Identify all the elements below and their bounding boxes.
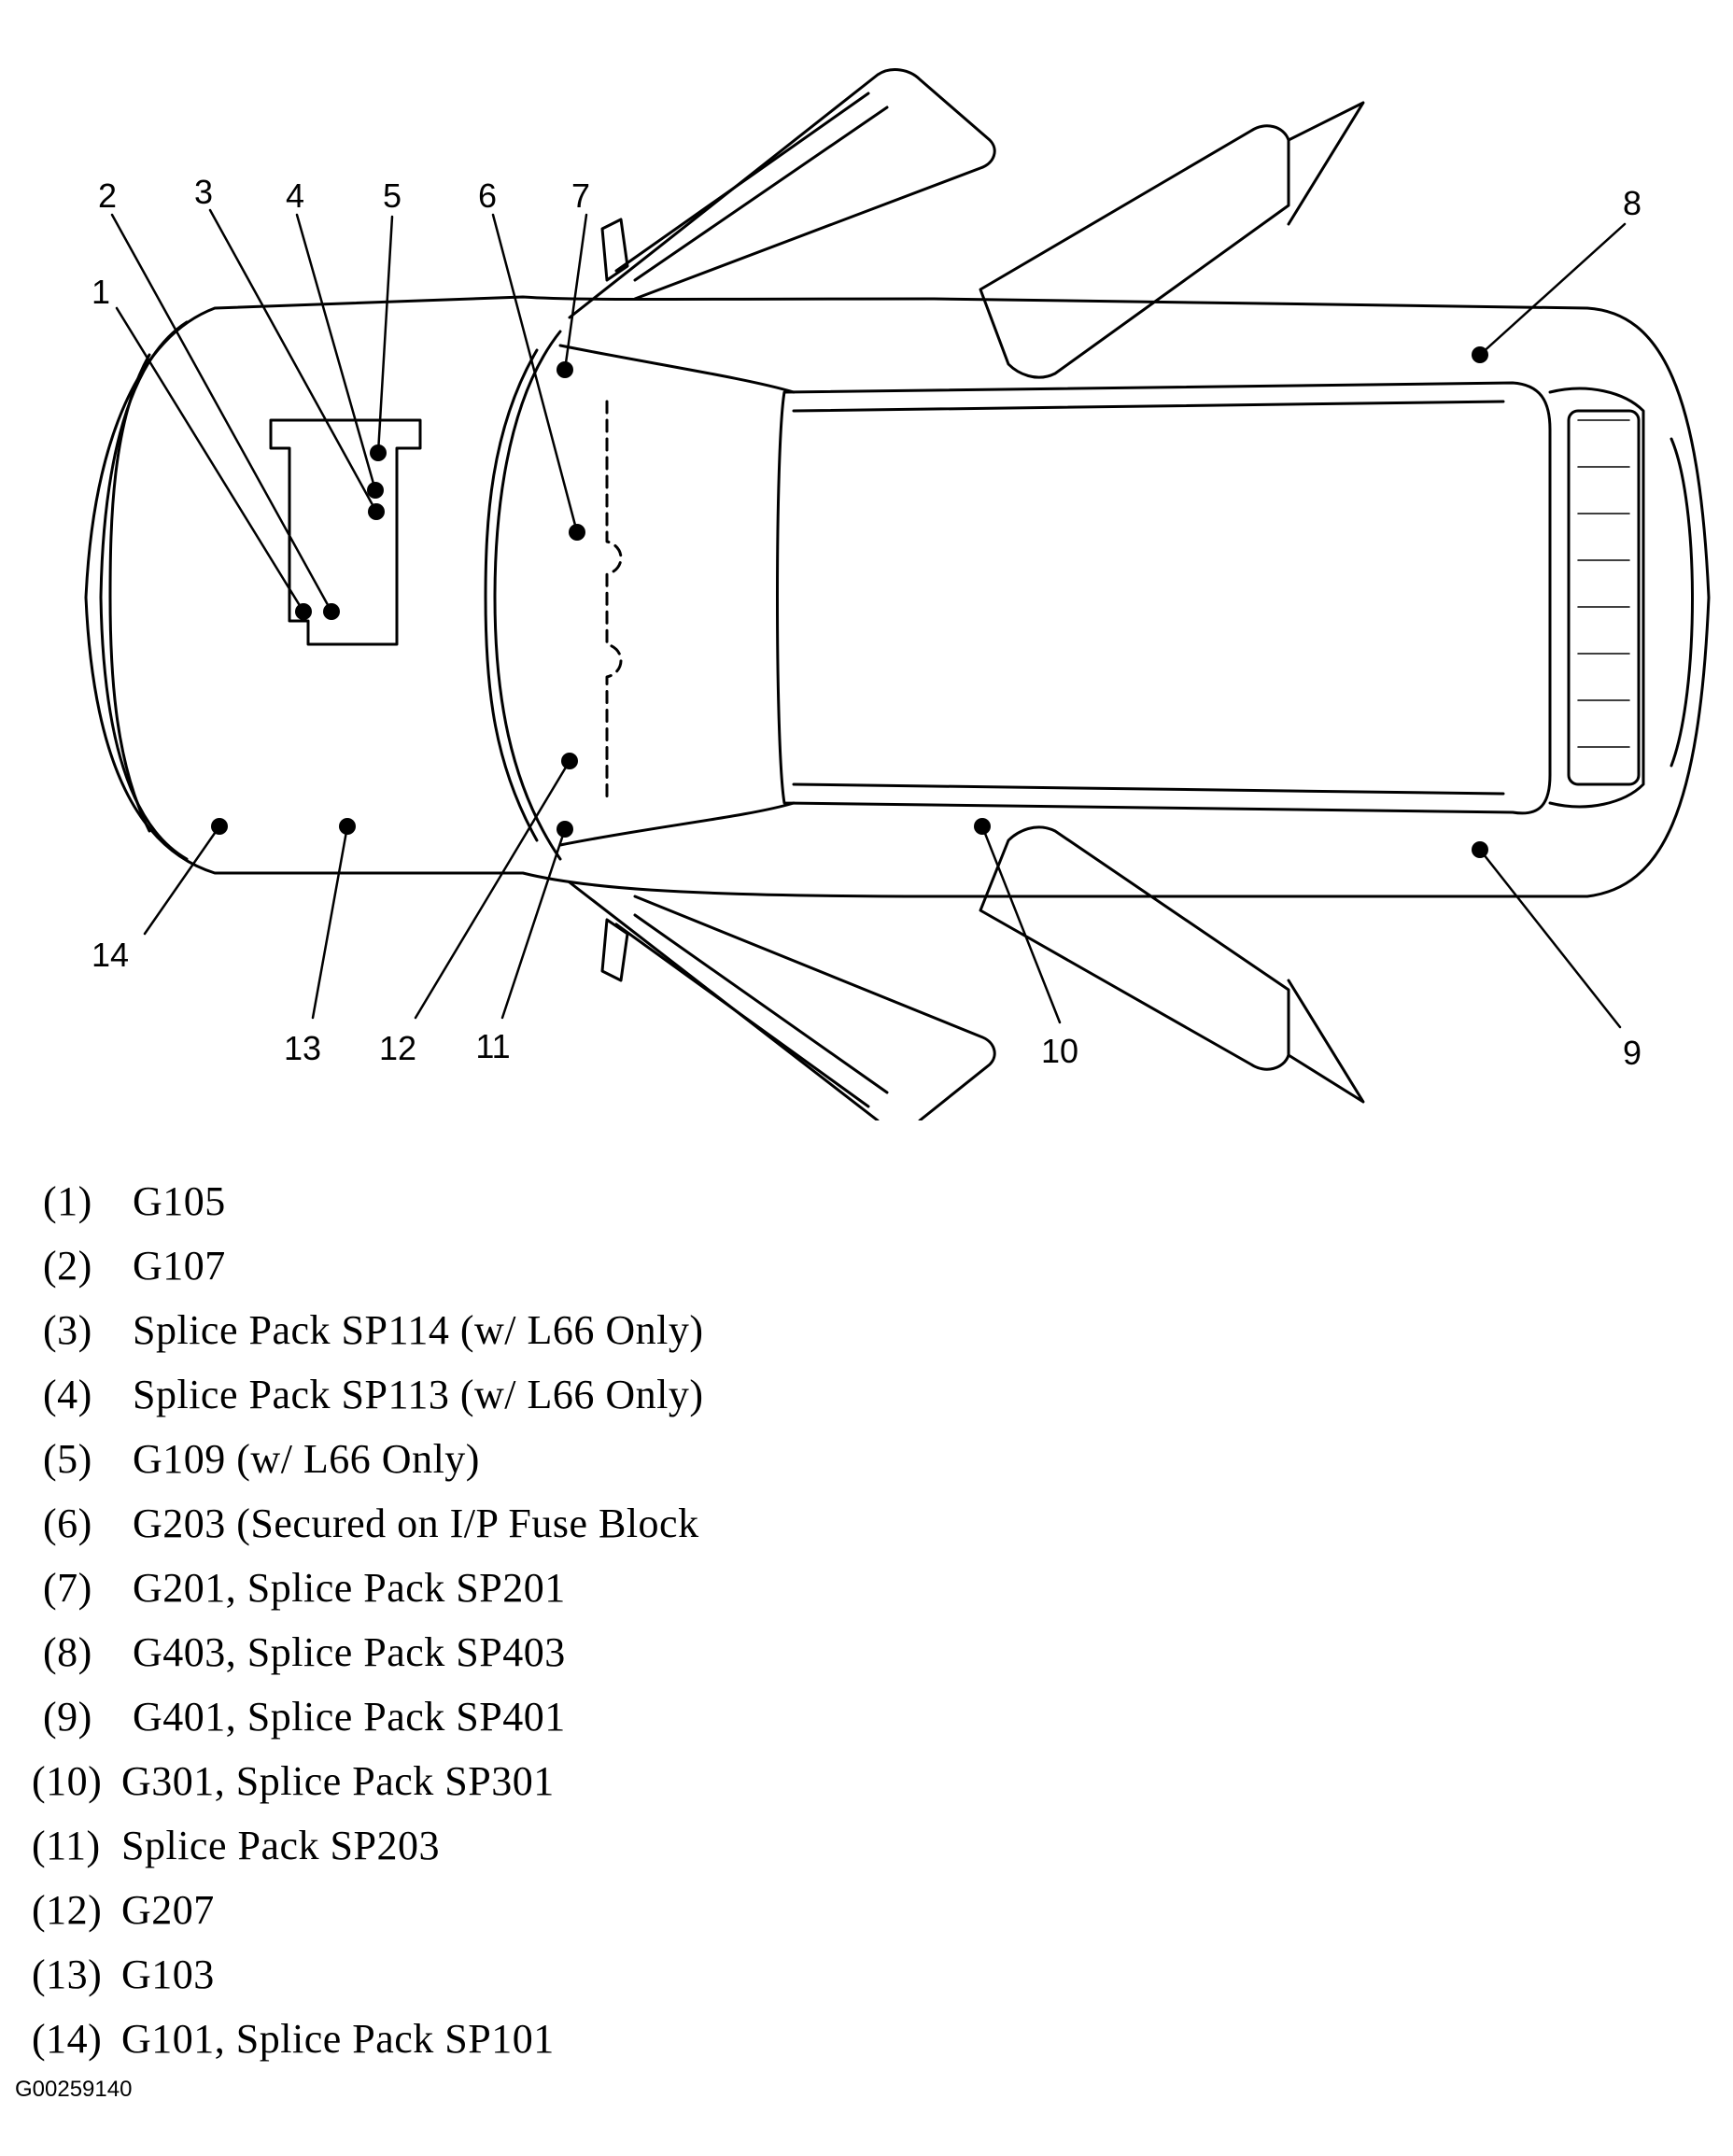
callout-number-11: 11: [475, 1027, 510, 1065]
legend-item: (2) G107: [43, 1233, 1350, 1298]
legend-text: G109 (w/ L66 Only): [133, 1436, 480, 1482]
front-door-left-open: [568, 68, 996, 319]
legend-text: G101, Splice Pack SP101: [121, 2016, 555, 2062]
legend-item: (3) Splice Pack SP114 (w/ L66 Only): [43, 1298, 1350, 1362]
callout-number-14: 14: [92, 936, 129, 974]
legend-code: (9): [43, 1694, 92, 1740]
legend-code: (1): [43, 1178, 92, 1224]
legend-code: (10): [32, 1758, 103, 1804]
callout-dot-13: [339, 818, 356, 835]
callout-dot-11: [557, 821, 573, 838]
callout-dot-3: [368, 503, 385, 520]
legend-code: (2): [43, 1243, 92, 1289]
legend-text: Splice Pack SP203: [121, 1823, 440, 1868]
callout-dot-8: [1472, 346, 1488, 363]
callout-dot-9: [1472, 841, 1488, 858]
callout-dot-4: [367, 482, 384, 499]
legend-code: (5): [43, 1436, 92, 1482]
legend-item: (13) G103: [32, 1942, 1350, 2007]
callout-number-6: 6: [478, 176, 497, 215]
callout-number-2: 2: [98, 176, 117, 215]
legend-text: G203 (Secured on I/P Fuse Block: [133, 1501, 699, 1546]
callout-number-13: 13: [284, 1029, 321, 1067]
callout-number-4: 4: [286, 176, 304, 215]
underhood-component-outline: [269, 418, 422, 646]
callout-number-3: 3: [194, 173, 213, 211]
legend-item: (11) Splice Pack SP203: [32, 1813, 1350, 1878]
legend-item: (8) G403, Splice Pack SP403: [43, 1620, 1350, 1684]
legend-text: G105: [133, 1178, 226, 1224]
legend-item: (6) G203 (Secured on I/P Fuse Block: [43, 1491, 1350, 1556]
side-mirror-right: [600, 918, 629, 982]
callout-dot-10: [974, 818, 991, 835]
callout-dot-5: [370, 444, 387, 461]
legend-code: (13): [32, 1952, 103, 1997]
legend-text: G401, Splice Pack SP401: [133, 1694, 566, 1740]
rear-door-left-open: [979, 124, 1290, 379]
callout-dot-2: [323, 603, 340, 620]
legend-item: (4) Splice Pack SP113 (w/ L66 Only): [43, 1362, 1350, 1427]
legend-code: (4): [43, 1372, 92, 1417]
rear-liftgate: [1548, 387, 1645, 809]
vehicle-body-outline: [84, 295, 1711, 898]
side-mirror-left: [600, 218, 629, 282]
instrument-panel: [605, 400, 623, 805]
callout-number-9: 9: [1623, 1034, 1641, 1072]
legend-item: (1) G105: [43, 1169, 1350, 1233]
callout-dot-14: [211, 818, 228, 835]
callout-dot-7: [557, 361, 573, 378]
callout-dot-1: [295, 603, 312, 620]
legend-code: (11): [32, 1823, 101, 1868]
front-door-right-open: [568, 881, 996, 1120]
legend-text: Splice Pack SP114 (w/ L66 Only): [133, 1307, 704, 1353]
legend-text: G107: [133, 1243, 226, 1289]
legend-code: (3): [43, 1307, 92, 1353]
legend-text: G403, Splice Pack SP403: [133, 1629, 566, 1675]
rear-door-right-open: [979, 825, 1290, 1071]
callout-number-10: 10: [1041, 1032, 1078, 1070]
callout-dot-6: [569, 524, 585, 541]
callout-number-8: 8: [1623, 184, 1641, 222]
legend-text: G301, Splice Pack SP301: [121, 1758, 555, 1804]
legend-code: (6): [43, 1501, 92, 1546]
legend-text: G207: [121, 1887, 215, 1933]
legend-code: (12): [32, 1887, 103, 1933]
legend-item: (5) G109 (w/ L66 Only): [43, 1427, 1350, 1491]
legend-code: (14): [32, 2016, 103, 2062]
windshield: [493, 330, 562, 861]
legend-item: (7) G201, Splice Pack SP201: [43, 1556, 1350, 1620]
roof-panel: [776, 381, 1552, 815]
legend-item: (14) G101, Splice Pack SP101: [32, 2007, 1350, 2071]
callout-legend: (1) G105 (2) G107 (3) Splice Pack SP114 (w/…: [32, 1169, 1350, 2071]
callout-number-5: 5: [383, 176, 402, 215]
legend-text: Splice Pack SP113 (w/ L66 Only): [133, 1372, 704, 1417]
figure-id: G00259140: [15, 2077, 133, 2102]
legend-text: G201, Splice Pack SP201: [133, 1565, 566, 1611]
legend-code: (8): [43, 1629, 92, 1675]
callout-dot-12: [561, 753, 578, 769]
legend-item: (9) G401, Splice Pack SP401: [43, 1684, 1350, 1749]
callout-number-7: 7: [571, 176, 590, 215]
rear-window: [1567, 409, 1641, 786]
legend-text: G103: [121, 1952, 215, 1997]
legend-item: (10) G301, Splice Pack SP301: [32, 1749, 1350, 1813]
vehicle-top-view-diagram: 1 2 3 4 5 6 7 8 9 10 11 12 13 14: [84, 68, 1711, 1120]
legend-item: (12) G207: [32, 1878, 1350, 1942]
callout-number-12: 12: [379, 1029, 416, 1067]
legend-code: (7): [43, 1565, 92, 1611]
callout-number-1: 1: [92, 273, 110, 311]
